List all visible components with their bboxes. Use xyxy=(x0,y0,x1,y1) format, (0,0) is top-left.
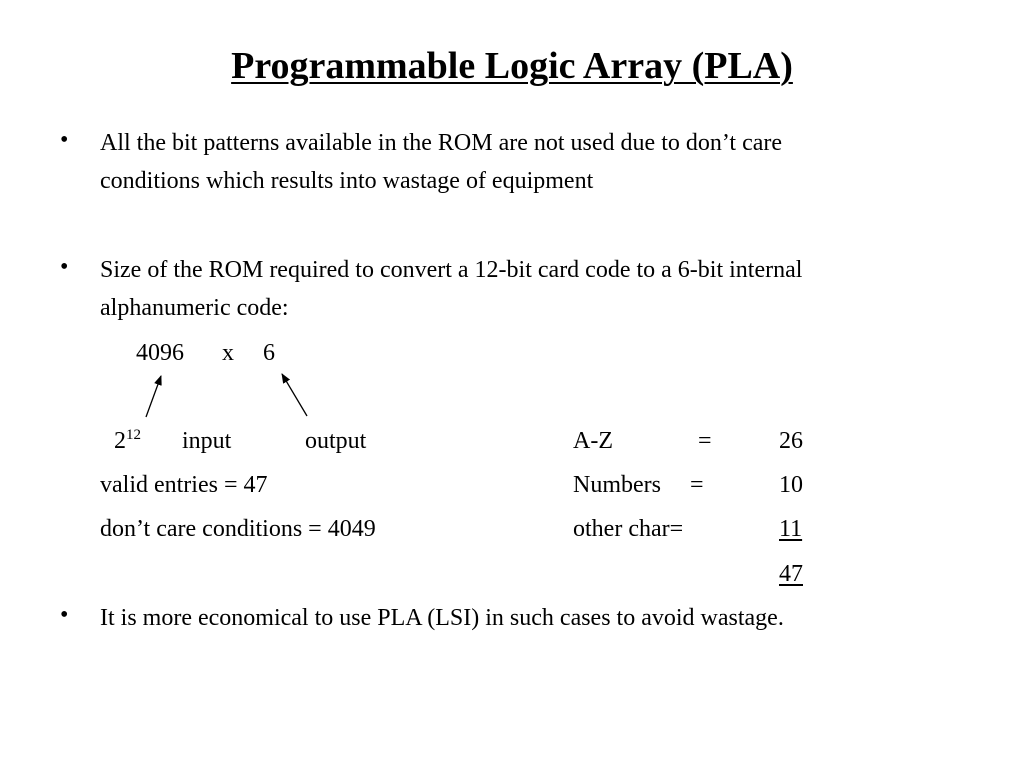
bullet-marker-2: • xyxy=(60,254,69,280)
other-char-label: other char= xyxy=(573,516,684,542)
other-char-value: 11 xyxy=(779,516,803,542)
rom-times: x xyxy=(222,340,234,366)
bullet-2-line-1: Size of the ROM required to convert a 12… xyxy=(100,257,803,283)
az-label: A-Z xyxy=(573,428,613,454)
numbers-label: Numbers xyxy=(573,472,661,498)
input-arrow xyxy=(145,375,162,418)
numbers-value: 10 xyxy=(779,472,803,498)
rom-rows: 4096 xyxy=(136,340,184,366)
az-equals: = xyxy=(698,428,712,454)
az-value: 26 xyxy=(779,428,803,454)
rom-bits: 6 xyxy=(263,340,275,366)
bullet-2-line-2: alphanumeric code: xyxy=(100,295,289,321)
valid-entries: valid entries = 47 xyxy=(100,472,268,498)
numbers-equals: = xyxy=(690,472,704,498)
tally-total: 47 xyxy=(779,561,803,587)
bullet-1-line-2: conditions which results into wastage of… xyxy=(100,168,594,194)
bullet-marker-1: • xyxy=(60,127,69,153)
input-label: input xyxy=(182,428,232,454)
slide-title: Programmable Logic Array (PLA) xyxy=(231,45,793,87)
power-exponent: 12 xyxy=(126,427,141,443)
power-base: 2 xyxy=(114,428,126,454)
output-label: output xyxy=(305,428,367,454)
power-of-two: 212 xyxy=(114,422,141,460)
bullet-marker-3: • xyxy=(60,602,69,628)
output-arrow xyxy=(281,373,308,417)
bullet-1-line-1: All the bit patterns available in the RO… xyxy=(100,130,783,156)
dont-care-conditions: don’t care conditions = 4049 xyxy=(100,516,376,542)
bullet-3-line-1: It is more economical to use PLA (LSI) i… xyxy=(100,605,784,631)
